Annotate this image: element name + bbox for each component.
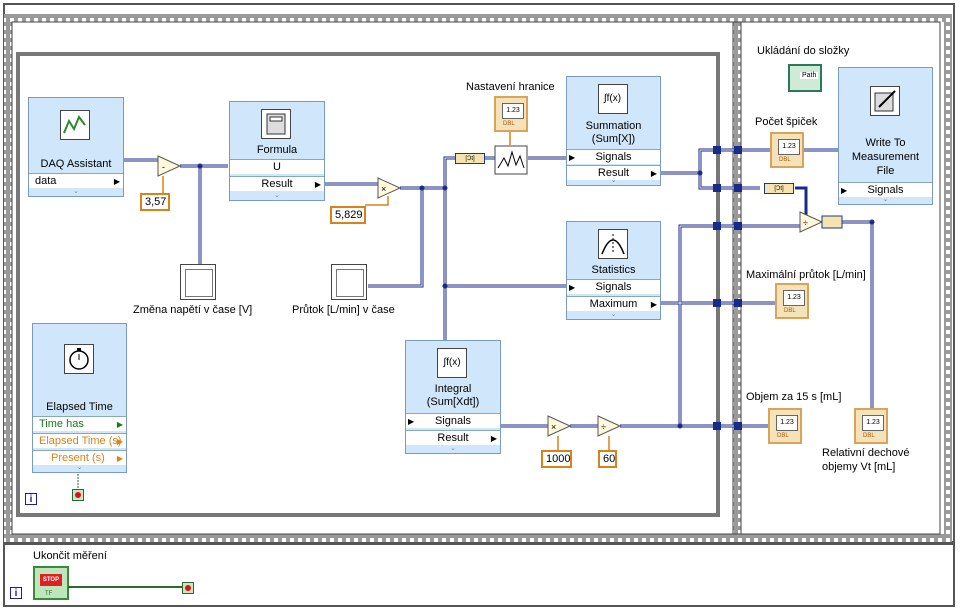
- elapsed-title: Elapsed Time: [46, 401, 113, 413]
- constant-60[interactable]: 60: [598, 450, 617, 468]
- stopwatch-icon: [63, 344, 94, 374]
- inner-loop-condition-icon: [72, 489, 84, 501]
- integral-icon: ∫f(x): [597, 84, 628, 114]
- summation-block[interactable]: ∫f(x) Summation (Sum[X]) ▶Signals Result…: [566, 76, 661, 186]
- svg-text:÷: ÷: [601, 422, 606, 432]
- voltage-chart-label: Změna napětí v čase [V]: [133, 304, 253, 316]
- to-dynamic-converter-2: [Ɔt]: [764, 183, 794, 194]
- elapsed-terminal-elapsed-time[interactable]: Elapsed Time (s)▶: [33, 433, 126, 448]
- max-flow-label: Maximální průtok [L/min]: [746, 269, 866, 281]
- divide-operator-1: ÷: [597, 415, 622, 437]
- chevron-down-icon[interactable]: ⌄: [450, 445, 456, 452]
- write-title-1: Write To: [865, 137, 906, 149]
- daq-icon: [60, 110, 90, 140]
- formula-result-terminal[interactable]: Result▶: [230, 176, 324, 191]
- formula-block[interactable]: Formula U Result▶ ⌄: [229, 101, 325, 201]
- flow-chart-label: Průtok [L/min] v čase: [292, 304, 395, 316]
- threshold-label: Nastavení hranice: [466, 81, 555, 93]
- integral-title: Integral: [434, 383, 472, 395]
- iteration-terminal-icon: i: [25, 493, 37, 505]
- flow-chart-terminal[interactable]: [331, 264, 367, 300]
- multiply-operator-2: ×: [547, 415, 572, 437]
- constant-3-57[interactable]: 3,57: [140, 193, 170, 211]
- elapsed-time-block[interactable]: Elapsed Time Time has Elapsed▶ Elapsed T…: [32, 323, 127, 473]
- summation-subtitle: (Sum[X]): [591, 133, 636, 145]
- constant-5-829[interactable]: 5,829: [330, 206, 366, 224]
- chevron-down-icon[interactable]: ⌄: [610, 311, 617, 318]
- chevron-down-icon[interactable]: ⌄: [882, 196, 889, 203]
- statistics-icon: [597, 229, 628, 259]
- integral-subtitle: (Sum[Xdt]): [426, 396, 480, 408]
- chevron-down-icon[interactable]: ⌄: [73, 188, 79, 195]
- svg-text:-: -: [162, 162, 165, 172]
- voltage-chart-terminal[interactable]: [180, 264, 216, 300]
- constant-1000[interactable]: 1000: [541, 450, 572, 468]
- write-title-3: File: [876, 165, 895, 177]
- svg-text:×: ×: [551, 422, 556, 432]
- statistics-block[interactable]: Statistics ▶Signals Maximum▶ ⌄: [566, 221, 661, 320]
- subtract-operator: -: [157, 155, 182, 177]
- convert-dynamic-icon: [821, 215, 843, 229]
- svg-text:÷: ÷: [803, 218, 808, 228]
- statistics-maximum-terminal[interactable]: Maximum▶: [567, 296, 660, 311]
- formula-title: Formula: [256, 144, 298, 156]
- chevron-down-icon[interactable]: ⌄: [610, 177, 617, 184]
- folder-label: Ukládání do složky: [757, 45, 850, 57]
- integral-result-terminal[interactable]: Result▶: [406, 430, 500, 445]
- write-measurement-file-block[interactable]: Write To Measurement File ▶Signals ⌄: [838, 67, 933, 205]
- daq-data-terminal[interactable]: data▶: [29, 173, 123, 188]
- integral-icon: ∫f(x): [437, 348, 467, 378]
- summation-title: Summation: [585, 120, 642, 132]
- write-title-2: Measurement: [851, 151, 920, 163]
- write-file-icon: [869, 86, 900, 116]
- elapsed-terminal-present[interactable]: Present (s)▶: [33, 450, 126, 465]
- summation-signals-terminal[interactable]: ▶Signals: [567, 149, 660, 164]
- formula-icon: [261, 109, 291, 139]
- tunnels: [713, 146, 742, 430]
- outer-iteration-terminal-icon: i: [10, 587, 22, 599]
- peaks-label: Počet špiček: [755, 116, 818, 128]
- statistics-title: Statistics: [591, 264, 636, 276]
- statistics-signals-terminal[interactable]: ▶Signals: [567, 279, 660, 294]
- summation-result-terminal[interactable]: Result▶: [567, 165, 660, 180]
- outer-loop-condition-icon: [182, 582, 194, 594]
- folder-path-control[interactable]: Path: [788, 64, 822, 92]
- divide-operator-2: ÷: [799, 211, 824, 233]
- integral-signals-terminal[interactable]: ▶Signals: [406, 413, 500, 428]
- svg-text:×: ×: [381, 184, 386, 194]
- stop-label: Ukončit měření: [33, 550, 107, 562]
- multiply-operator-1: ×: [377, 177, 402, 199]
- chevron-down-icon[interactable]: ⌄: [76, 464, 83, 471]
- chevron-down-icon[interactable]: ⌄: [274, 192, 280, 199]
- volume-label: Objem za 15 s [mL]: [746, 391, 842, 403]
- relative-label-2: objemy Vt [mL]: [822, 461, 896, 473]
- integral-block[interactable]: ∫f(x) Integral (Sum[Xdt]) ▶Signals Resul…: [405, 340, 501, 454]
- relative-label-1: Relativní dechové: [822, 447, 910, 459]
- daq-title: DAQ Assistant: [40, 158, 112, 170]
- elapsed-terminal-time-has-elapsed[interactable]: Time has Elapsed▶: [33, 416, 126, 445]
- formula-u-terminal[interactable]: U: [230, 159, 324, 174]
- daq-assistant-block[interactable]: DAQ Assistant data▶ ⌄: [28, 97, 124, 197]
- write-signals-terminal[interactable]: ▶Signals: [839, 182, 932, 197]
- peak-detector-vi: [494, 145, 528, 175]
- to-dynamic-converter-1: [Ɔt]: [455, 153, 485, 164]
